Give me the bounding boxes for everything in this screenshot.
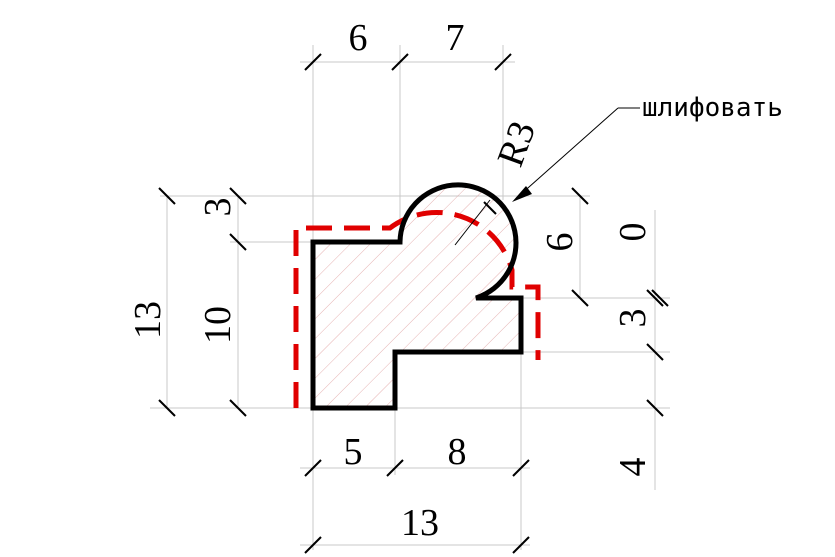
note-arrow-icon — [512, 186, 532, 202]
dim-top-7: 7 — [446, 17, 465, 59]
dim-bottom-13: 13 — [401, 502, 439, 544]
dim-radius: R3 — [489, 116, 544, 172]
profile-outline — [310, 182, 524, 411]
dim-left-10: 10 — [197, 306, 239, 344]
dim-right-4: 4 — [612, 458, 654, 477]
dim-left-3: 3 — [197, 198, 239, 217]
dim-right-0: 0 — [612, 223, 654, 242]
dim-bottom-5: 5 — [344, 431, 363, 473]
radius-center-mark — [483, 201, 497, 215]
dim-left-13: 13 — [127, 301, 169, 339]
note-grind: шлифовать — [642, 93, 783, 123]
radius-leader — [454, 199, 491, 246]
dimension-ticks — [158, 53, 669, 554]
dim-right-3: 3 — [612, 309, 654, 328]
extension-lines — [150, 45, 670, 550]
dim-bottom-8: 8 — [448, 431, 467, 473]
note-leader — [519, 107, 619, 196]
dim-right-6: 6 — [539, 233, 581, 252]
dim-top-6: 6 — [349, 17, 368, 59]
